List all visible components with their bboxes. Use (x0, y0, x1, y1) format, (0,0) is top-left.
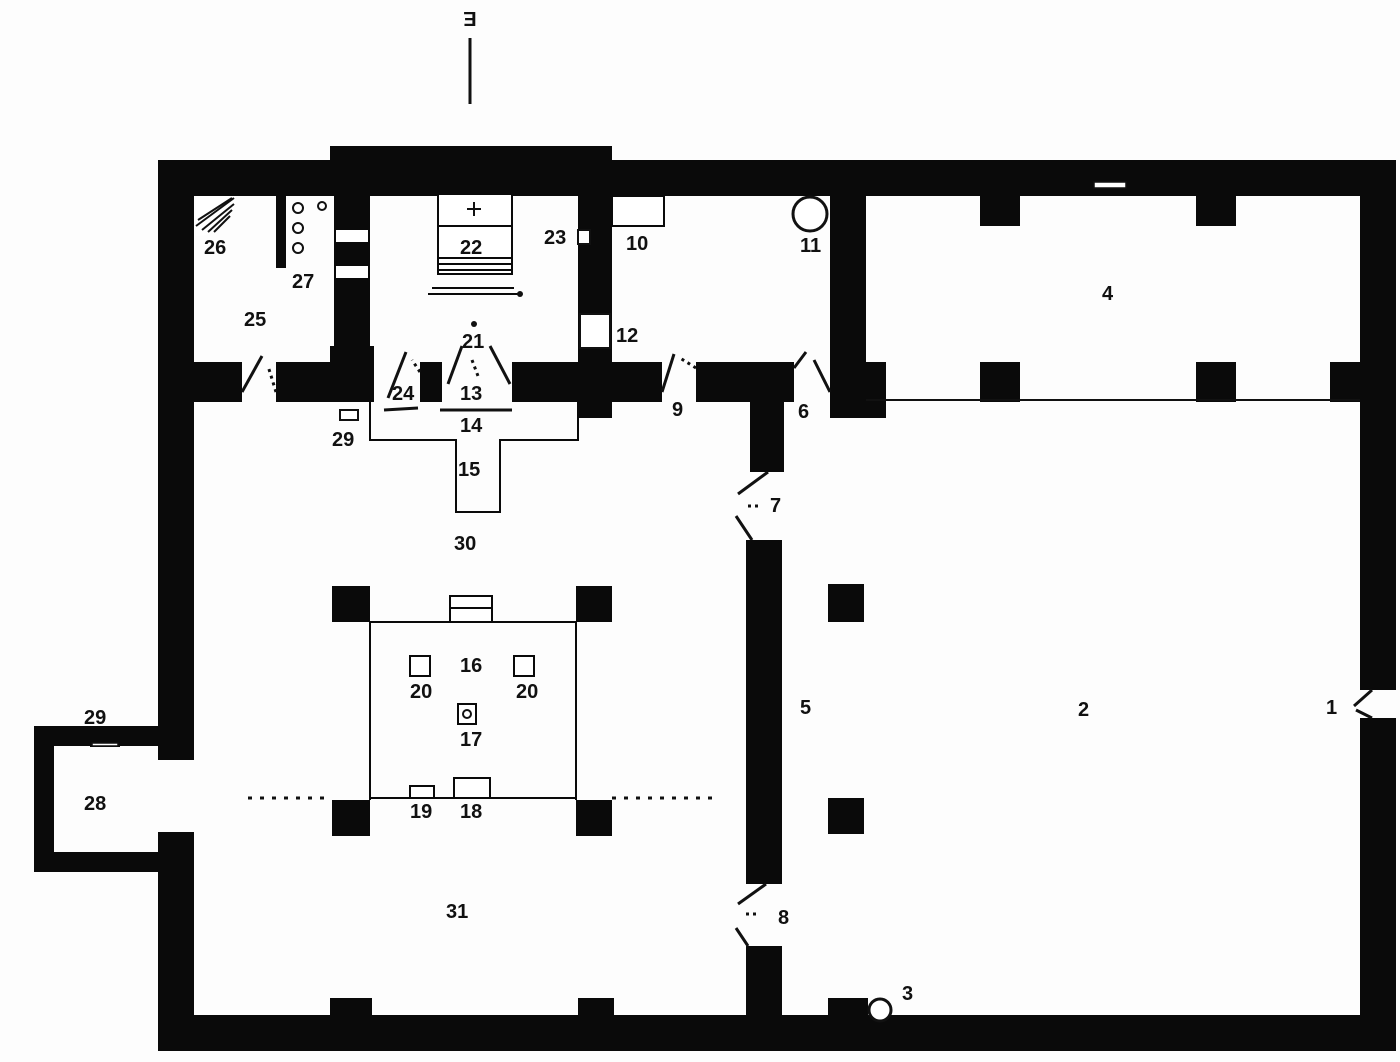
central-bay (248, 586, 712, 836)
interior-walls (194, 160, 1360, 1016)
outer-walls (158, 146, 1396, 1051)
label-7: 7 (770, 495, 781, 517)
label-30: 30 (454, 533, 476, 555)
orientation-glyph: E (463, 7, 476, 29)
label-12: 12 (616, 325, 638, 347)
label-27: 27 (292, 271, 314, 293)
label-20-left: 20 (410, 681, 432, 703)
label-21: 21 (462, 331, 484, 353)
label-10: 10 (626, 233, 648, 255)
label-11: 11 (800, 235, 821, 257)
label-8: 8 (778, 907, 789, 929)
label-16: 16 (460, 655, 482, 677)
nave-piers (828, 584, 893, 1023)
label-2: 2 (1078, 699, 1089, 721)
label-3: 3 (902, 983, 913, 1005)
doorways (240, 345, 1373, 947)
label-28: 28 (84, 793, 106, 815)
label-29-nave: 29 (332, 429, 354, 451)
annex-room-28 (34, 726, 174, 872)
label-25: 25 (244, 309, 266, 331)
label-24: 24 (392, 383, 415, 405)
label-13: 13 (460, 383, 482, 405)
label-20-right: 20 (516, 681, 538, 703)
label-19: 19 (410, 801, 432, 823)
label-17: 17 (460, 729, 482, 751)
label-1: 1 (1326, 697, 1337, 719)
label-31: 31 (446, 901, 468, 923)
label-26: 26 (204, 237, 226, 259)
room-labels: 1 2 3 4 5 6 7 8 9 10 11 12 13 14 15 16 1… (84, 227, 1337, 1005)
label-9: 9 (672, 399, 683, 421)
label-4: 4 (1102, 283, 1114, 305)
label-23: 23 (544, 227, 566, 249)
label-5: 5 (800, 697, 811, 719)
label-15: 15 (458, 459, 480, 481)
label-22: 22 (460, 237, 482, 259)
label-18: 18 (460, 801, 482, 823)
label-29-annex: 29 (84, 707, 106, 729)
label-14: 14 (460, 415, 483, 437)
sanctuary-features (195, 181, 1127, 513)
label-6: 6 (798, 401, 809, 423)
